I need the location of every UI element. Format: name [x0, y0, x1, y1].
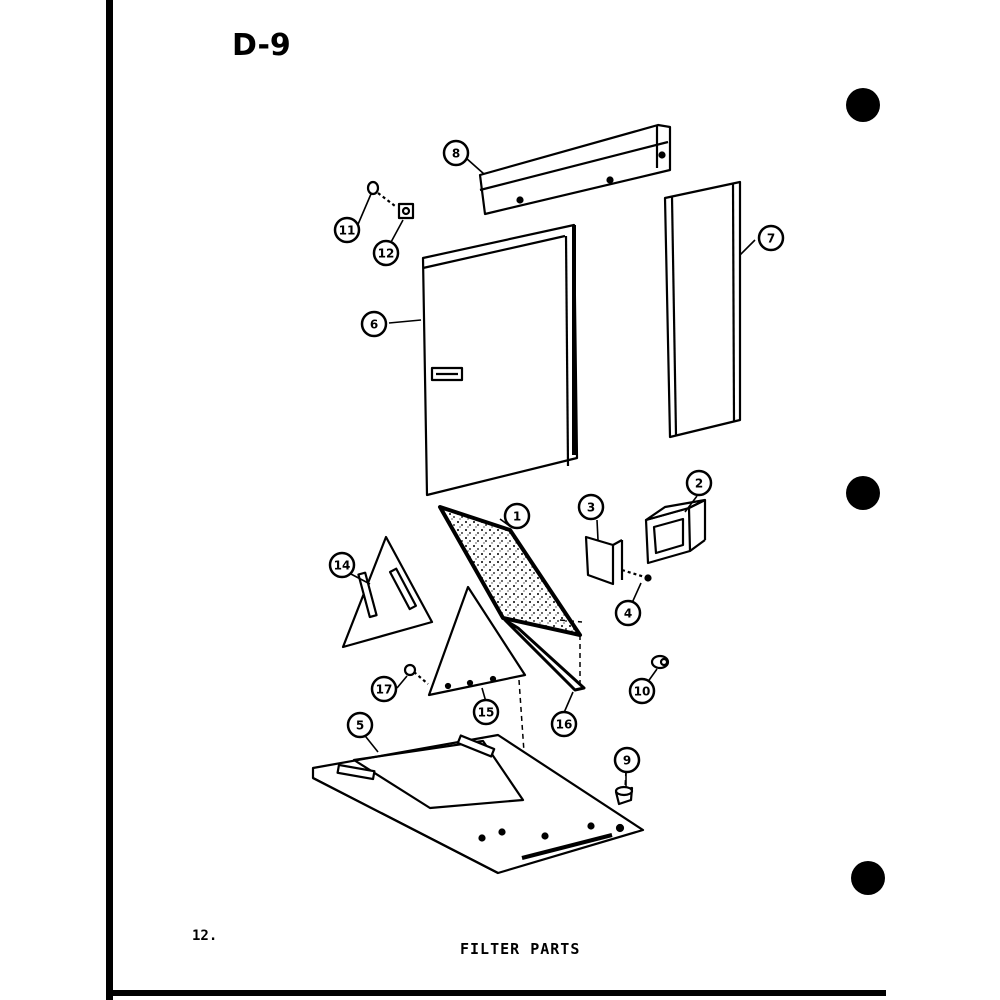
part-6-front-panel — [421, 223, 579, 497]
svg-text:5: 5 — [356, 719, 364, 733]
part-12-nut — [397, 202, 415, 220]
punch-hole-bottom — [851, 861, 885, 895]
part-9-foot — [614, 785, 634, 806]
part-11-screw — [366, 180, 396, 207]
callout-7: 7 — [757, 224, 785, 252]
callout-2: 2 — [685, 469, 713, 497]
callout-12: 12 — [372, 239, 400, 267]
callout-14: 14 — [328, 551, 356, 579]
part-3-bracket — [584, 535, 624, 586]
callout-3: 3 — [577, 493, 605, 521]
svg-text:1: 1 — [513, 510, 521, 524]
part-14-triangle-baffle — [341, 535, 434, 649]
punch-hole-top — [846, 88, 880, 122]
part-2-control-box — [644, 498, 707, 565]
callout-11: 11 — [333, 216, 361, 244]
callout-15: 15 — [472, 698, 500, 726]
part-8-top-rail — [478, 123, 672, 216]
page-number: 12. — [192, 928, 218, 944]
svg-text:14: 14 — [334, 559, 351, 573]
callout-4: 4 — [614, 599, 642, 627]
svg-text:2: 2 — [695, 477, 703, 491]
diagram-caption: FILTER PARTS — [460, 940, 581, 958]
svg-text:16: 16 — [556, 718, 573, 732]
svg-text:4: 4 — [624, 607, 632, 621]
svg-text:10: 10 — [634, 685, 651, 699]
punch-hole-middle — [846, 476, 880, 510]
callouts: 8 7 6 11 12 1 — [328, 139, 785, 774]
svg-text:3: 3 — [587, 501, 595, 515]
part-10-plug — [650, 654, 670, 670]
callout-9: 9 — [613, 746, 641, 774]
svg-text:9: 9 — [623, 754, 631, 768]
bottom-edge — [106, 990, 886, 996]
svg-text:8: 8 — [452, 147, 460, 161]
svg-text:7: 7 — [767, 232, 775, 246]
callout-6: 6 — [360, 310, 388, 338]
callout-16: 16 — [550, 710, 578, 738]
svg-text:17: 17 — [376, 683, 393, 697]
part-17-screw — [403, 663, 429, 685]
part-7-side-panel — [663, 180, 742, 439]
page-heading: D-9 — [232, 28, 291, 63]
part-16-filter-rail — [503, 618, 586, 692]
svg-text:15: 15 — [478, 706, 495, 720]
binder-edge — [106, 0, 113, 1000]
callout-8: 8 — [442, 139, 470, 167]
part-4-screw — [621, 568, 652, 582]
callout-5: 5 — [346, 711, 374, 739]
svg-text:11: 11 — [339, 224, 356, 238]
part-15-triangle-baffle — [427, 585, 527, 697]
svg-text:6: 6 — [370, 318, 378, 332]
callout-1: 1 — [503, 502, 531, 530]
callout-10: 10 — [628, 677, 656, 705]
part-5-base-pan — [311, 733, 645, 875]
svg-text:12: 12 — [378, 247, 395, 261]
callout-17: 17 — [370, 675, 398, 703]
